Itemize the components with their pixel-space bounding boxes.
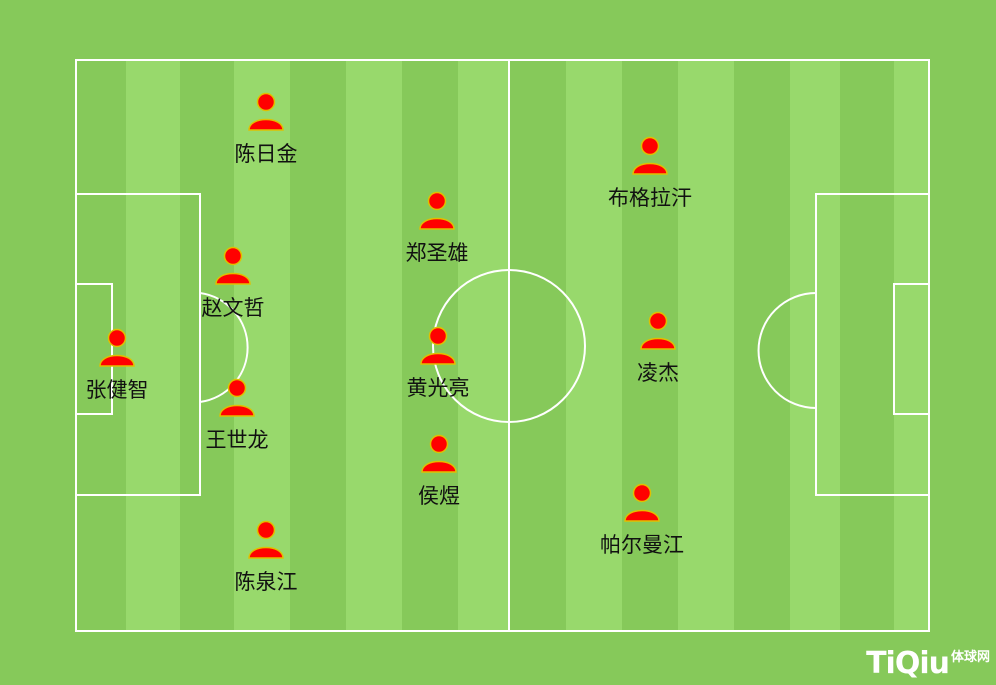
grass-stripe [510,60,566,630]
player-pa-erman-jiang[interactable]: 帕尔曼江 [582,483,702,557]
player-name: 王世龙 [205,428,269,452]
grass-stripe [290,60,346,630]
grass-stripe [346,60,402,630]
player-icon [419,191,455,230]
player-name: 张健智 [85,378,149,402]
player-icon [632,136,668,175]
player-bulagahan[interactable]: 布格拉汗 [590,136,710,210]
grass-stripe [678,60,734,630]
right-goal-area [893,283,930,415]
player-name: 陈泉江 [234,570,298,594]
player-name: 帕尔曼江 [600,533,684,557]
player-icon [219,378,255,417]
player-icon [640,311,676,350]
player-icon [215,246,251,285]
left-goal-area [75,283,113,415]
grass-stripe [734,60,790,630]
player-name: 黄光亮 [406,376,470,400]
player-huang-guangliang[interactable]: 黄光亮 [378,326,498,400]
player-icon [421,434,457,473]
grass-stripe [126,60,180,630]
player-icon [420,326,456,365]
grass-stripe [894,60,928,630]
player-ling-jie[interactable]: 凌杰 [598,311,718,385]
right-penalty-arc [757,292,817,409]
player-wang-shilong[interactable]: 王世龙 [177,378,297,452]
player-icon [624,483,660,522]
player-name: 布格拉汗 [608,186,692,210]
player-name: 陈日金 [234,142,298,166]
player-zhao-wenzhe[interactable]: 赵文哲 [173,246,293,320]
player-chen-rijin[interactable]: 陈日金 [206,92,326,166]
grass-stripe [402,60,458,630]
center-circle [432,269,586,423]
logo-text: TiQiu [866,646,950,681]
player-icon [248,92,284,131]
grass-stripe [840,60,894,630]
player-name: 郑圣雄 [405,241,469,265]
player-hou-yu[interactable]: 侯煜 [379,434,499,508]
grass-stripe [458,60,510,630]
player-name: 侯煜 [418,484,460,508]
player-icon [99,328,135,367]
logo-subtext: 体球网 [950,650,990,665]
player-name: 赵文哲 [201,296,265,320]
player-icon [248,520,284,559]
grass-stripe [180,60,234,630]
pitch-outline [75,59,930,632]
player-zheng-shengxiong[interactable]: 郑圣雄 [377,191,497,265]
right-penalty-area [815,193,930,496]
left-penalty-arc [199,292,249,403]
player-name: 凌杰 [637,361,679,385]
player-zhang-jianzhi[interactable]: 张健智 [57,328,177,402]
grass-stripe [566,60,622,630]
player-chen-quanjiang[interactable]: 陈泉江 [206,520,326,594]
